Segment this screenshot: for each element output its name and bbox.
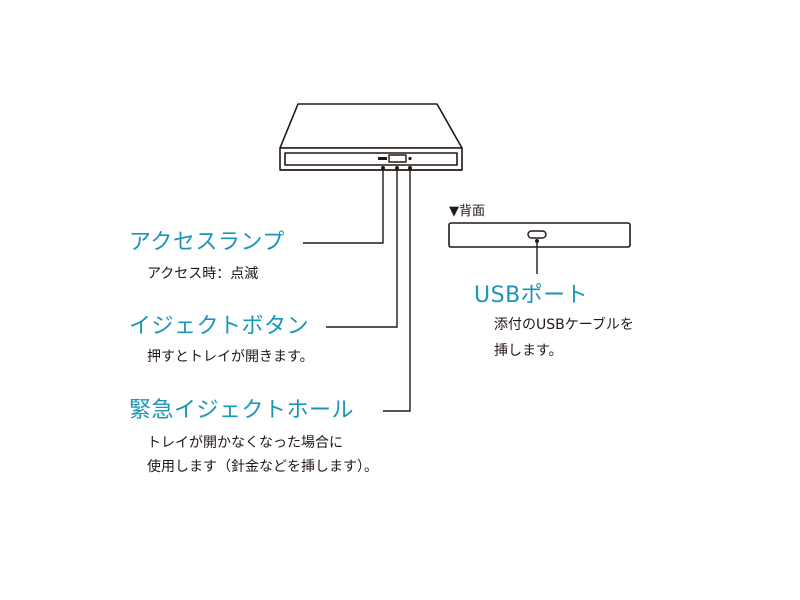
eject-button-leader-dot	[395, 166, 399, 170]
drive-front-panel	[284, 152, 458, 166]
back-view-label: ▼背面	[449, 204, 485, 220]
drive-back-illustration	[448, 222, 631, 274]
access-lamp-title: アクセスランプ	[129, 230, 285, 255]
back-view-text: ▼背面	[449, 204, 485, 219]
emergency-eject-leader	[383, 166, 411, 412]
eject-button-title: イジェクトボタン	[129, 314, 310, 339]
usb-port-desc-line1: 添付のUSBケーブルを	[494, 317, 634, 333]
drive-front-illustration	[279, 103, 463, 171]
eject-button-desc: 押すとトレイが開きます。	[147, 349, 314, 365]
emergency-eject-hole	[408, 156, 412, 161]
front-leader-lines	[303, 166, 412, 412]
drive-top-face	[279, 103, 463, 149]
emergency-eject-desc-line1: トレイが開かなくなった場合に	[147, 435, 343, 451]
usb-port-desc-line2: 挿します。	[494, 343, 563, 359]
eject-button-leader	[326, 166, 398, 328]
emergency-eject-leader-dot	[408, 166, 412, 170]
eject-button-shape	[388, 154, 407, 163]
usb-port-shape	[527, 230, 547, 239]
access-lamp-desc: アクセス時：点滅	[147, 266, 259, 282]
access-lamp-indicator	[378, 157, 387, 160]
emergency-eject-title: 緊急イジェクトホール	[129, 398, 355, 423]
emergency-eject-desc-line2: 使用します（針金などを挿します）。	[147, 459, 378, 475]
usb-port-title: USBポート	[474, 283, 589, 308]
access-lamp-leader-dot	[381, 166, 385, 170]
access-lamp-leader	[303, 166, 384, 244]
